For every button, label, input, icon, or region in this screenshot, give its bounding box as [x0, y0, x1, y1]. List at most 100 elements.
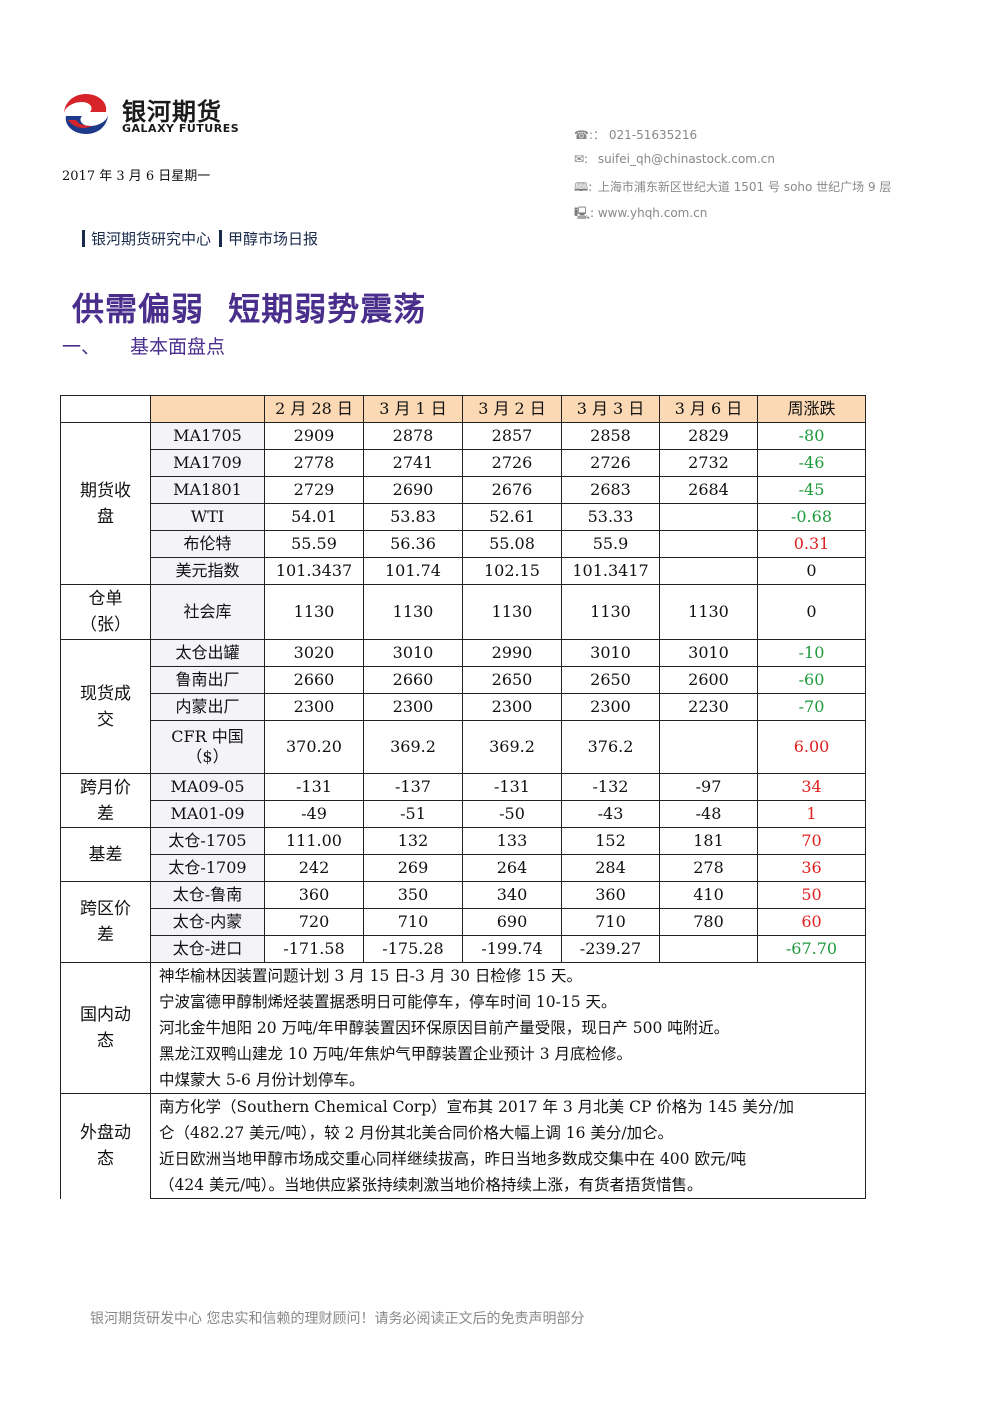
- data-cell: 410: [659, 881, 758, 909]
- data-cell: 133: [462, 827, 562, 855]
- data-cell: 1130: [363, 584, 463, 640]
- data-cell: 2600: [659, 666, 758, 694]
- weekly-change: -45: [757, 476, 866, 504]
- data-cell: 2650: [561, 666, 660, 694]
- data-cell: 376.2: [561, 720, 660, 774]
- column-header: 3 月 2 日: [462, 395, 562, 423]
- data-cell: 2660: [363, 666, 463, 694]
- weekly-change: 1: [757, 800, 866, 828]
- row-label: 太仓-1709: [150, 854, 265, 882]
- breadcrumb-center: 银河期货研究中心: [91, 230, 212, 248]
- data-cell: 2683: [561, 476, 660, 504]
- row-category: 仓单 （张）: [60, 584, 151, 640]
- data-cell: -175.28: [363, 935, 463, 963]
- data-cell: 3020: [264, 639, 364, 667]
- data-cell: -199.74: [462, 935, 562, 963]
- data-cell: 369.2: [363, 720, 463, 774]
- data-cell: 55.59: [264, 530, 364, 558]
- data-cell: 2660: [264, 666, 364, 694]
- row-label: MA1709: [150, 449, 265, 477]
- data-cell: 2726: [561, 449, 660, 477]
- data-cell: -171.58: [264, 935, 364, 963]
- data-cell: 370.20: [264, 720, 364, 774]
- computer-icon: 🖳:: [574, 206, 595, 220]
- data-cell: 54.01: [264, 503, 364, 531]
- weekly-change: 34: [757, 773, 866, 801]
- row-label: MA01-09: [150, 800, 265, 828]
- weekly-change: 0: [757, 557, 866, 585]
- data-cell: 2741: [363, 449, 463, 477]
- row-category: 国内动 态: [60, 962, 151, 1094]
- data-cell: 55.9: [561, 530, 660, 558]
- column-header: 3 月 6 日: [659, 395, 758, 423]
- weekly-change: -70: [757, 693, 866, 721]
- column-header: 周涨跌: [757, 395, 866, 423]
- data-cell: 56.36: [363, 530, 463, 558]
- data-cell: 264: [462, 854, 562, 882]
- row-label: 鲁南出厂: [150, 666, 265, 694]
- data-cell: 52.61: [462, 503, 562, 531]
- weekly-change: -0.68: [757, 503, 866, 531]
- book-icon: 🕮:: [574, 180, 593, 194]
- data-cell: 53.83: [363, 503, 463, 531]
- row-category: 基差: [60, 827, 151, 882]
- data-cell: 720: [264, 908, 364, 936]
- data-cell: 780: [659, 908, 758, 936]
- galaxy-logo-icon: [64, 94, 108, 134]
- data-cell: 242: [264, 854, 364, 882]
- domestic-news-line: 河北金牛旭阳 20 万吨/年甲醇装置因环保原因目前产量受限，现日产 500 吨附…: [159, 1019, 730, 1037]
- row-category: 期货收 盘: [60, 422, 151, 585]
- foreign-news-line: （424 美元/吨）。当地供应紧张持续刺激当地价格持续上涨，有货者捂货惜售。: [159, 1176, 703, 1194]
- phone-number: 021-51635216: [608, 128, 698, 142]
- data-cell: 2732: [659, 449, 758, 477]
- data-cell: 101.3437: [264, 557, 364, 585]
- row-label: 美元指数: [150, 557, 265, 585]
- data-cell: 710: [561, 908, 660, 936]
- contact-phone: ☎:： 021-51635216: [574, 126, 697, 143]
- data-cell: 2857: [462, 422, 562, 450]
- weekly-change: 70: [757, 827, 866, 855]
- email-address[interactable]: suifei_qh@chinastock.com.cn: [597, 152, 775, 166]
- data-cell: [659, 935, 758, 963]
- data-cell: 2990: [462, 639, 562, 667]
- weekly-change: -80: [757, 422, 866, 450]
- domestic-news-row: 国内动 态神华榆林因装置问题计划 3 月 15 日-3 月 30 日检修 15 …: [60, 962, 866, 1094]
- brand-name-en: GALAXY FUTURES: [122, 122, 240, 135]
- data-cell: 1130: [659, 584, 758, 640]
- data-cell: 269: [363, 854, 463, 882]
- row-label: 太仓-1705: [150, 827, 265, 855]
- row-label: CFR 中国 （$）: [150, 720, 265, 774]
- phone-prefix: ☎:：: [574, 128, 605, 142]
- weekly-change: 0: [757, 584, 866, 640]
- breadcrumb-bar: [82, 230, 85, 247]
- breadcrumb-report: 甲醇市场日报: [228, 230, 319, 248]
- row-category: 跨月价 差: [60, 773, 151, 828]
- data-cell: -131: [462, 773, 562, 801]
- data-cell: 101.74: [363, 557, 463, 585]
- brand-name-cn: 银河期货: [122, 98, 222, 126]
- website-link[interactable]: www.yhqh.com.cn: [597, 206, 708, 220]
- row-category: 外盘动 态: [60, 1093, 151, 1199]
- section-number: 一、: [62, 336, 101, 358]
- contact-email: ✉: suifei_qh@chinastock.com.cn: [574, 152, 775, 166]
- data-cell: -48: [659, 800, 758, 828]
- data-cell: 2690: [363, 476, 463, 504]
- data-cell: -131: [264, 773, 364, 801]
- section-label: 基本面盘点: [130, 336, 226, 358]
- data-cell: 2684: [659, 476, 758, 504]
- data-cell: 690: [462, 908, 562, 936]
- row-label: 太仓-进口: [150, 935, 265, 963]
- weekly-change: 0.31: [757, 530, 866, 558]
- domestic-news-line: 宁波富德甲醇制烯烃装置据悉明日可能停车，停车时间 10-15 天。: [159, 993, 617, 1011]
